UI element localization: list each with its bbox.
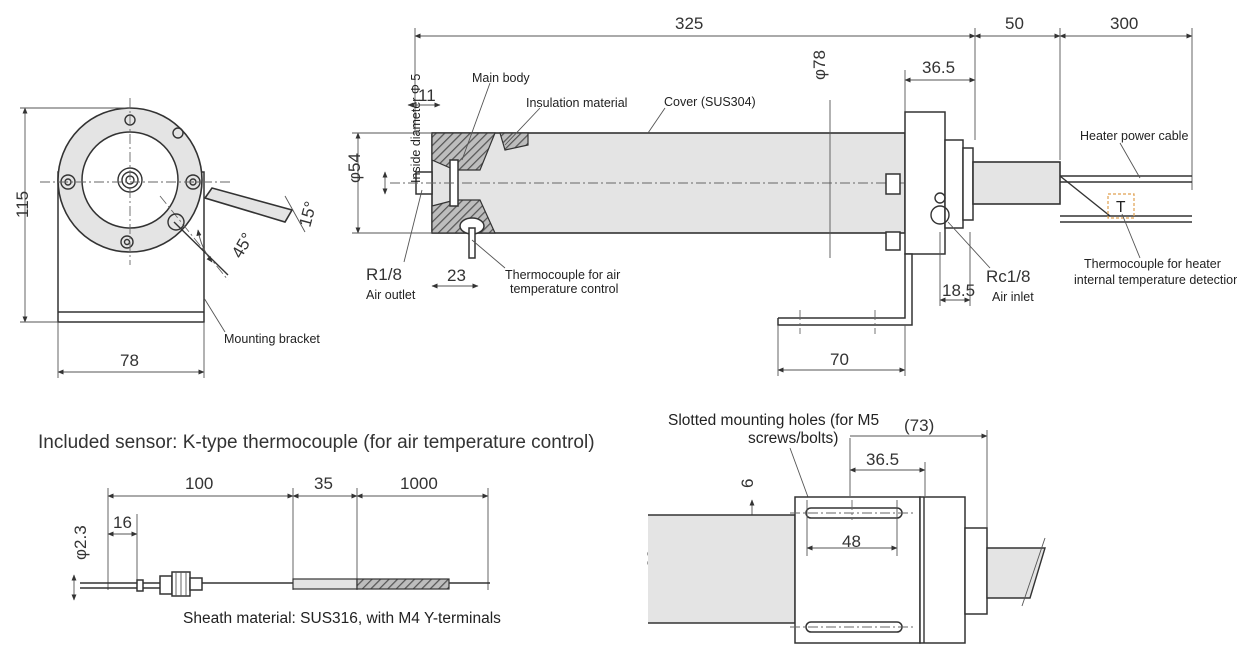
thermocouple-air-label: Thermocouple for air (505, 268, 620, 282)
sensor-title: Included sensor: K-type thermocouple (fo… (38, 432, 595, 453)
front-width-dim: 78 (120, 351, 139, 370)
thermocouple-air-label-2: temperature control (510, 282, 618, 296)
front-height-dim: 115 (13, 191, 32, 218)
bracket-width-dim: 70 (830, 350, 849, 369)
total-length-dim: 325 (675, 14, 703, 33)
front-angle-45: 45° (228, 230, 257, 262)
inner-dia-label: Inside diameter Φ 5 (409, 74, 423, 183)
slotted-holes-label-2: screws/bolts) (748, 430, 838, 447)
air-inlet-label: Air inlet (992, 290, 1034, 304)
outer-dia-dim: φ78 (810, 50, 829, 80)
heater-cable-label: Heater power cable (1080, 129, 1188, 143)
air-outlet-label: Air outlet (366, 288, 416, 302)
t-marker-label: T (1116, 199, 1126, 216)
mounting-bracket-label: Mounting bracket (224, 332, 320, 346)
bracket-offset-365: 36.5 (866, 450, 899, 469)
inlet-offset-dim: 18.5 (942, 281, 975, 300)
sensor-sleeve (292, 578, 358, 590)
t-marker-box (1107, 193, 1135, 219)
cover-label: Cover (SUS304) (664, 95, 756, 109)
bracket-detail: Slotted mounting holes (for M5 screws/bo… (644, 412, 1046, 644)
slot-length-dim: 48 (842, 532, 861, 551)
length-300-dim: 300 (1110, 14, 1138, 33)
body-dia-dim: φ54 (345, 153, 364, 183)
flange-offset-dim: 36.5 (922, 58, 955, 77)
sensor-len-100: 100 (185, 474, 213, 493)
sensor-cable (356, 578, 450, 590)
sensor-view: Included sensor: K-type thermocouple (fo… (38, 432, 595, 627)
bracket-offset-73: (73) (904, 416, 934, 435)
heater-flange (904, 111, 946, 255)
sensor-tip-dim: 16 (113, 513, 132, 532)
sensor-dia-dim: φ2.3 (71, 525, 90, 560)
front-angle-15: 15° (295, 199, 320, 229)
side-view: 325 50 300 36.5 T (345, 14, 1237, 376)
slot-width-dim: 6 (738, 479, 757, 488)
thermocouple-heater-label-2: internal temperature detection (1074, 273, 1237, 287)
outlet-step-dim: 11 (418, 86, 436, 105)
main-body-label: Main body (472, 71, 530, 85)
length-50-dim: 50 (1005, 14, 1024, 33)
sensor-len-1000: 1000 (400, 474, 438, 493)
sensor-len-35: 35 (314, 474, 333, 493)
outlet-offset-dim: 23 (447, 266, 466, 285)
front-view: 115 78 45° 15° Mounting bracket (13, 98, 320, 378)
outlet-thread-label: R1/8 (366, 265, 402, 284)
insulation-label: Insulation material (526, 96, 627, 110)
slotted-holes-label: Slotted mounting holes (for M5 (668, 412, 879, 429)
sheath-note: Sheath material: SUS316, with M4 Y-termi… (183, 610, 501, 627)
inlet-thread-label: Rc1/8 (986, 267, 1030, 286)
thermocouple-heater-label: Thermocouple for heater (1084, 257, 1221, 271)
